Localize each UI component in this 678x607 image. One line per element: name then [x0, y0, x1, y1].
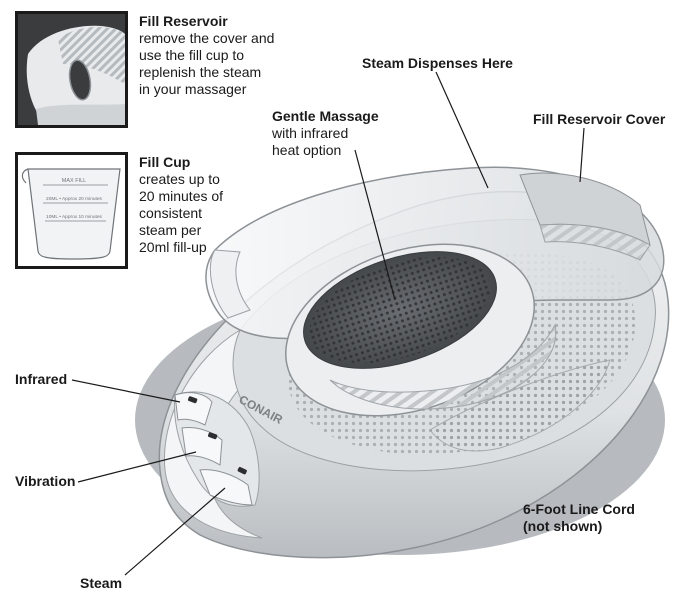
- line-cord-line: (not shown): [523, 518, 603, 534]
- leader-lines: [71, 71, 585, 576]
- fill-cup-line: 20ml fill-up: [139, 239, 207, 255]
- fill-reservoir-cover-label: Fill Reservoir Cover: [533, 111, 666, 127]
- line-cord-note: 6-Foot Line Cord (not shown): [523, 501, 635, 535]
- button-steam[interactable]: [199, 466, 253, 506]
- cup-10ml-marking: 10ML • Approx 10 minutes: [46, 214, 102, 220]
- fill-reservoir-callout: Fill Reservoir remove the cover and use …: [139, 13, 289, 98]
- fill-cup-callout: Fill Cup creates up to 20 minutes of con…: [139, 154, 259, 256]
- leader-steam: [124, 487, 226, 576]
- fill-reservoir-line: replenish the steam: [139, 64, 262, 80]
- fill-reservoir-line: remove the cover and: [139, 30, 275, 46]
- fill-cup-line: 20 minutes of: [139, 188, 224, 204]
- gentle-massage-line: with infrared: [272, 125, 349, 141]
- reservoir-vent-grille: [539, 223, 651, 261]
- leader-vibration: [77, 451, 197, 483]
- fill-cup-image: MAX FILL 20ML • Approx 20 minutes 10ML •…: [21, 168, 121, 260]
- vibration-label: Vibration: [15, 473, 76, 489]
- cover-spout: [209, 249, 251, 319]
- fill-reservoir-inset: [15, 11, 128, 128]
- infrared-label: Infrared: [15, 371, 68, 387]
- cup-max-fill-marking: MAX FILL: [62, 178, 86, 184]
- fill-cup-line: steam per: [139, 222, 202, 238]
- leader-steam-dispenses: [435, 71, 489, 189]
- leader-infrared: [71, 379, 181, 403]
- steam-dispenses-label: Steam Dispenses Here: [362, 55, 513, 71]
- gentle-massage-callout: Gentle Massage with infrared heat option: [272, 108, 392, 159]
- reservoir-closeup-image: [18, 14, 125, 125]
- button-vibration[interactable]: [181, 427, 223, 466]
- gentle-massage-title: Gentle Massage: [272, 108, 379, 124]
- button-infrared[interactable]: [174, 392, 213, 426]
- leader-fill-reservoir-cover: [579, 127, 585, 183]
- gentle-massage-line: heat option: [272, 142, 342, 158]
- fill-reservoir-line: use the fill cup to: [139, 47, 245, 63]
- steam-label: Steam: [80, 575, 123, 591]
- massage-ridges: [329, 323, 557, 410]
- fill-reservoir-title: Fill Reservoir: [139, 13, 228, 29]
- cup-20ml-marking: 20ML • Approx 20 minutes: [46, 196, 102, 202]
- massage-pad-texture: [309, 256, 491, 364]
- line-cord-line: 6-Foot Line Cord: [523, 501, 635, 517]
- fill-cup-inset: MAX FILL 20ML • Approx 20 minutes 10ML •…: [15, 152, 128, 269]
- fill-reservoir-line: in your massager: [139, 81, 247, 97]
- side-nub-panel: [429, 359, 611, 452]
- fill-cup-line: creates up to: [139, 171, 220, 187]
- fill-cup-line: consistent: [139, 205, 203, 221]
- fill-cup-title: Fill Cup: [139, 154, 191, 170]
- leader-gentle-massage: [354, 149, 396, 301]
